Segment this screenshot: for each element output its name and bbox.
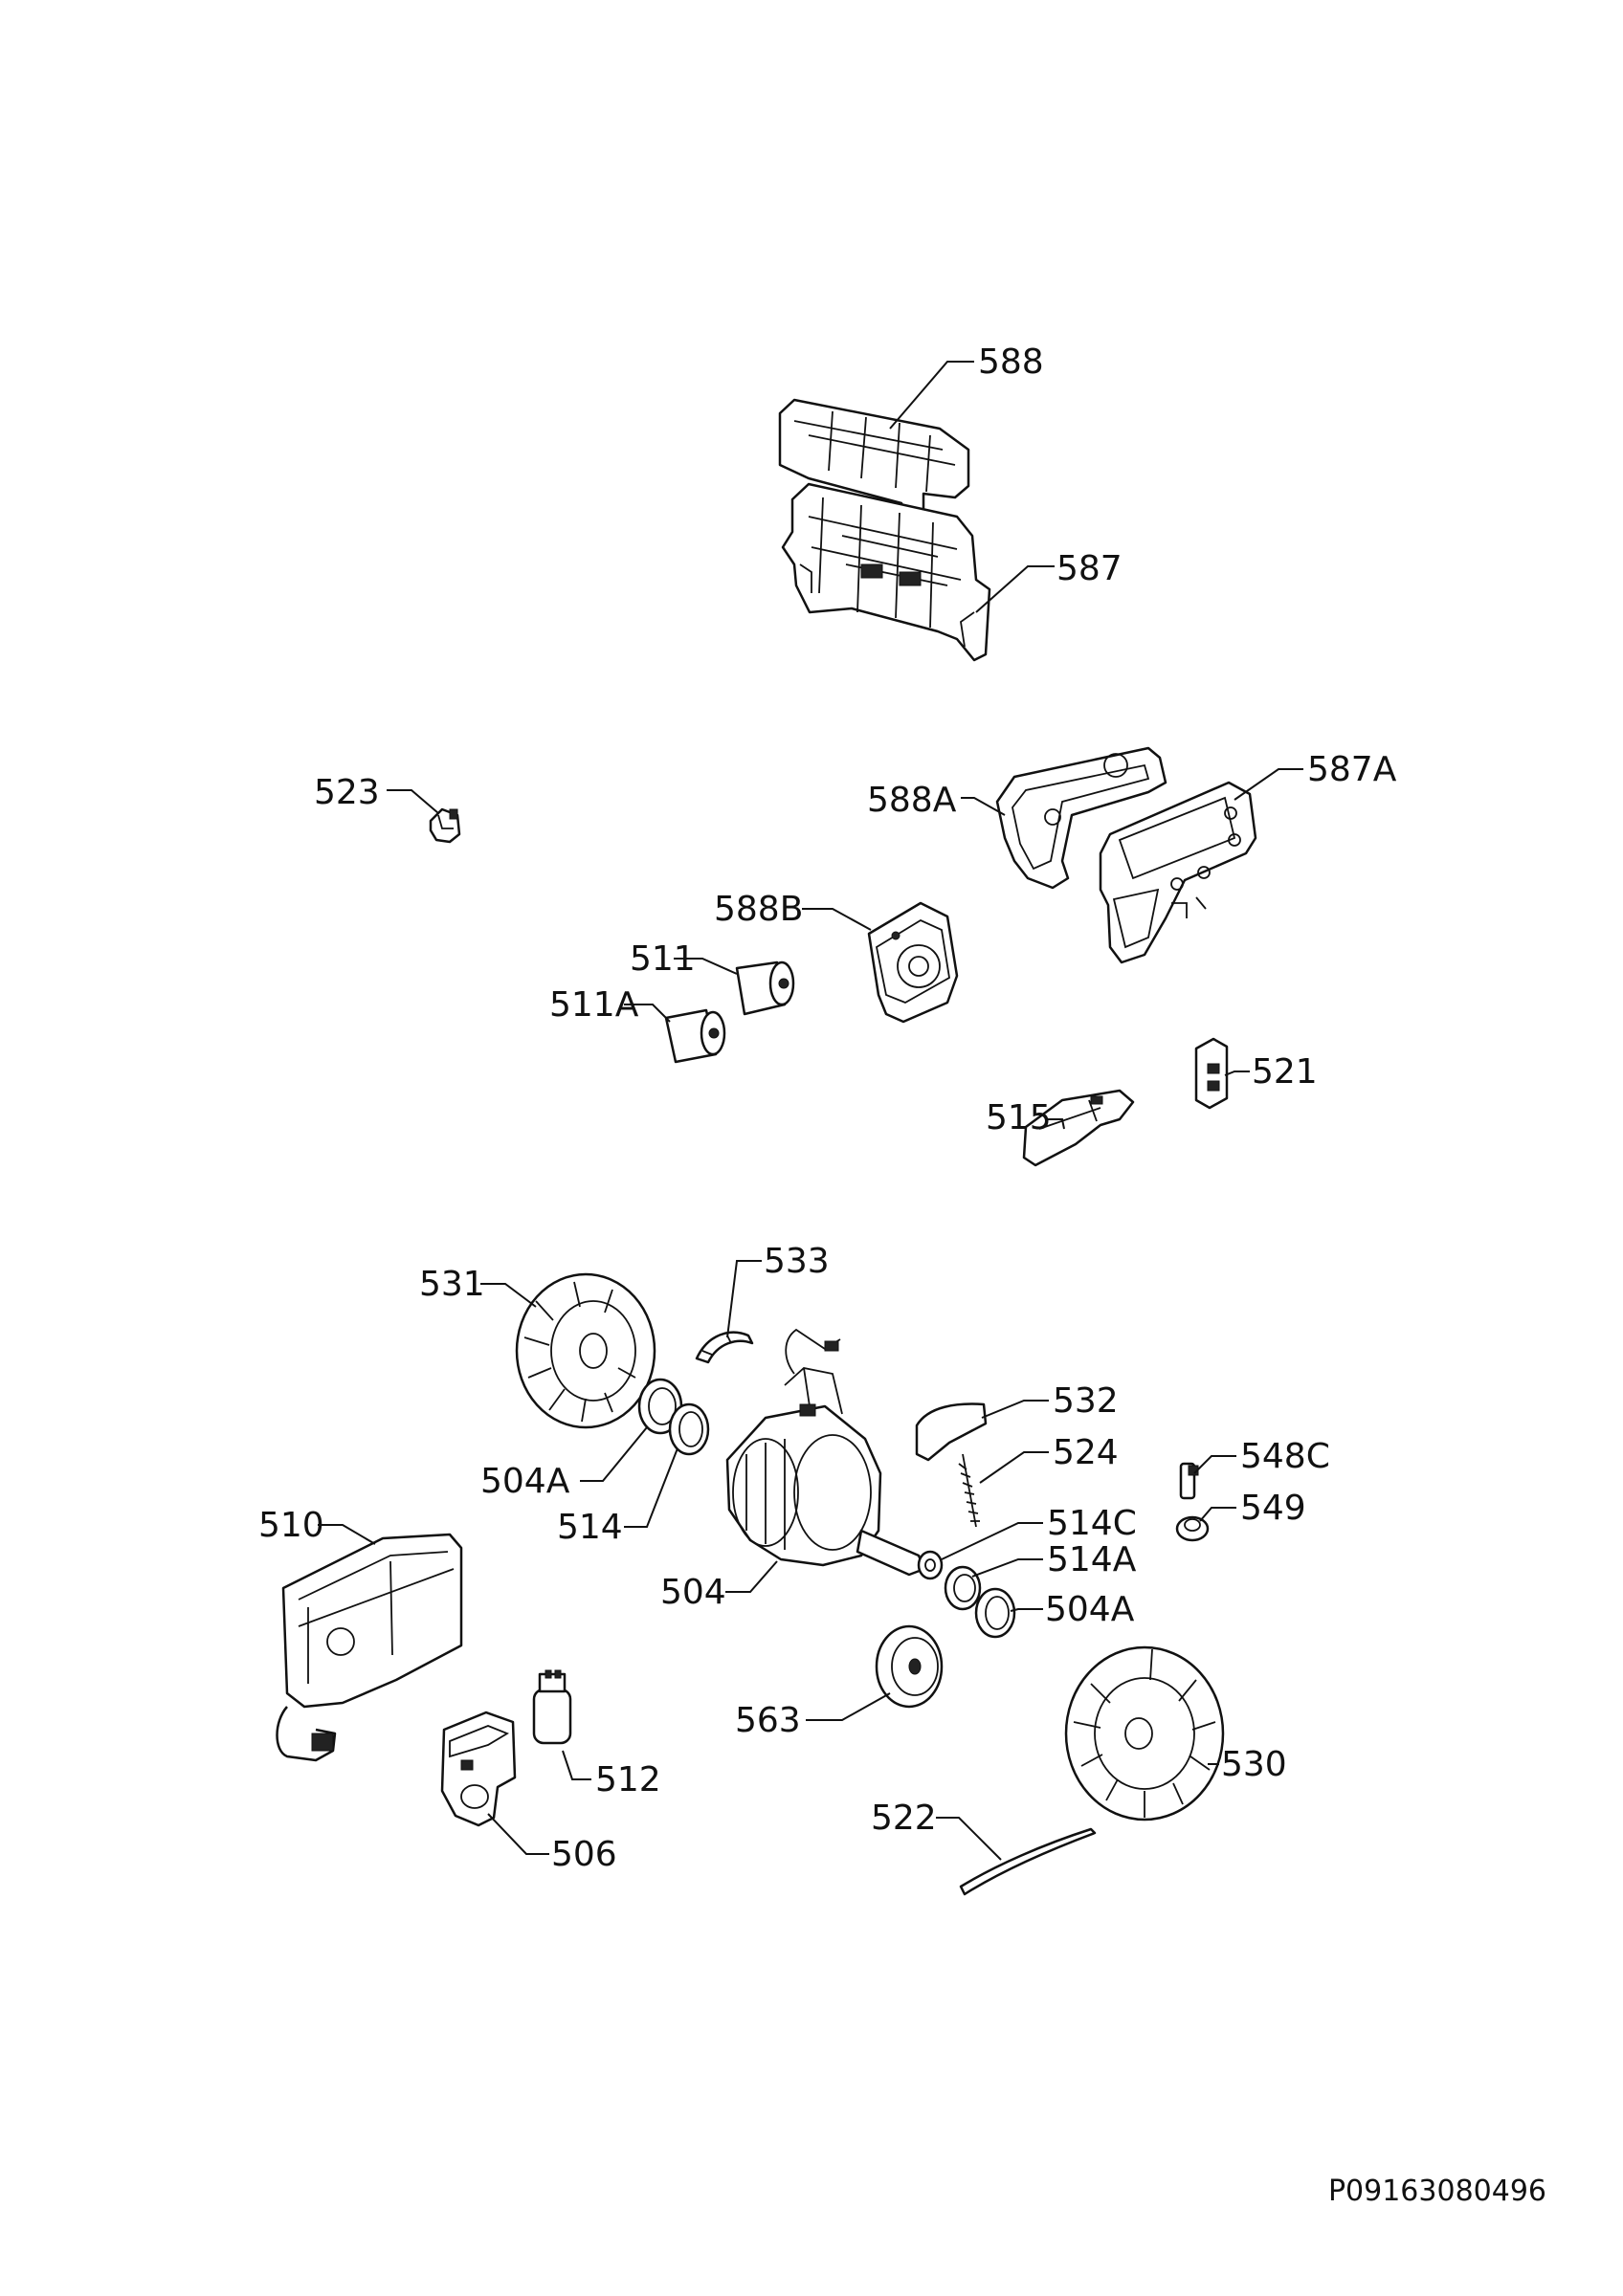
callout-548C: 548C	[1240, 1437, 1330, 1476]
part-563-pulley	[875, 1624, 944, 1709]
callout-506: 506	[551, 1835, 617, 1874]
callout-514A: 514A	[1047, 1540, 1137, 1579]
part-512-capacitor	[532, 1669, 572, 1745]
part-521-switch	[1194, 1037, 1229, 1110]
part-588B-encoder	[867, 901, 959, 1024]
callout-530: 530	[1221, 1745, 1287, 1784]
callout-587A: 587A	[1307, 750, 1397, 789]
part-506-pump	[440, 1711, 517, 1827]
callout-504: 504	[660, 1573, 726, 1612]
callout-522: 522	[871, 1799, 937, 1838]
callout-504A-left: 504A	[480, 1462, 570, 1501]
part-511-capacitor	[735, 960, 795, 1016]
part-504A-ring-right	[974, 1587, 1016, 1639]
callout-549: 549	[1240, 1489, 1306, 1528]
part-533-clamp	[695, 1331, 754, 1364]
part-588A-frame	[995, 746, 1167, 890]
part-587-module	[781, 482, 991, 662]
part-588-cover	[778, 398, 970, 526]
part-532-cover	[915, 1402, 988, 1462]
part-548C-sensor	[1179, 1462, 1199, 1500]
callout-531: 531	[419, 1265, 485, 1304]
part-530-fan-wheel	[1064, 1645, 1225, 1821]
callout-504A-right: 504A	[1045, 1590, 1135, 1629]
callout-514C: 514C	[1047, 1504, 1137, 1543]
part-514-ring-left	[668, 1402, 710, 1456]
part-523-clip	[429, 807, 461, 844]
callout-510: 510	[258, 1506, 324, 1545]
part-514A-ring	[944, 1565, 982, 1611]
part-504-motor	[725, 1328, 926, 1577]
leader-lines	[318, 361, 1303, 1861]
part-510-housing	[276, 1533, 463, 1762]
callout-511: 511	[630, 939, 696, 979]
callout-588B: 588B	[714, 890, 803, 929]
drawing-code: P09163080496	[1328, 2175, 1546, 2208]
callout-563: 563	[735, 1701, 801, 1740]
callout-521: 521	[1252, 1052, 1318, 1092]
callout-588A: 588A	[867, 781, 957, 820]
callout-512: 512	[595, 1760, 661, 1799]
part-531-fan-wheel	[515, 1272, 656, 1429]
callout-514: 514	[557, 1508, 623, 1547]
part-515-bracket	[1022, 1089, 1135, 1167]
callout-533: 533	[764, 1242, 830, 1281]
callout-515: 515	[986, 1098, 1052, 1137]
part-511A-capacitor	[664, 1008, 726, 1064]
callout-523: 523	[314, 773, 380, 812]
part-522-strap	[959, 1827, 1097, 1896]
part-524-spring	[958, 1453, 980, 1528]
callout-588: 588	[978, 342, 1044, 382]
part-514C-washer	[917, 1550, 944, 1580]
callout-524: 524	[1053, 1433, 1119, 1472]
callout-587: 587	[1056, 549, 1123, 588]
callout-labels: 588 587 523 588A 587A 588B 511 511A 521 …	[258, 342, 1397, 1874]
part-549-cap	[1175, 1515, 1210, 1542]
callout-532: 532	[1053, 1381, 1119, 1421]
callout-511A: 511A	[549, 985, 639, 1025]
part-587A-display-board	[1099, 781, 1257, 964]
